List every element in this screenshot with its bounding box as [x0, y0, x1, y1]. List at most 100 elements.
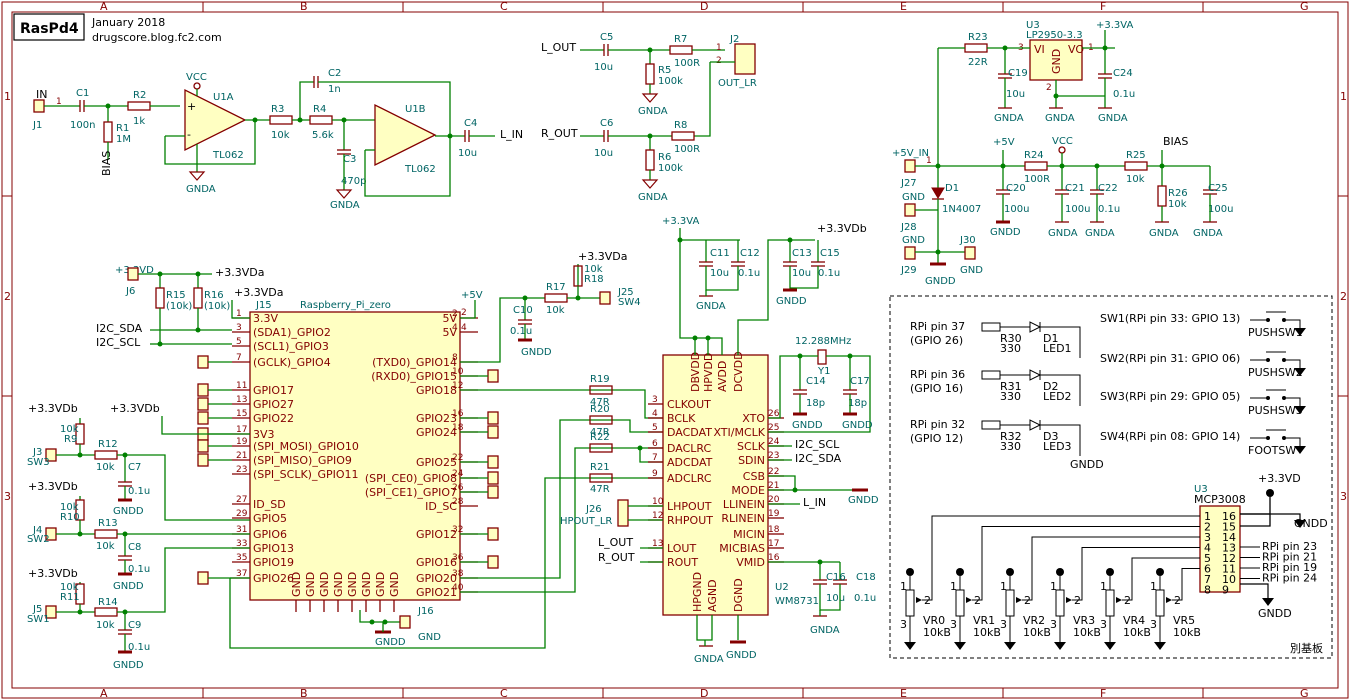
- rpi-pin-number: 10: [452, 367, 464, 377]
- net-l-out: L_OUT: [541, 41, 576, 54]
- col-d-top: D: [700, 0, 708, 13]
- wm-left-pins: CLKOUT3BCLK4DACDAT5DACLRC6ADCDAT7ADCLRC9…: [648, 395, 713, 569]
- output-stage: L_OUT C5 10u R5 100k GNDA R7 100R J2 12 …: [541, 32, 757, 203]
- label-c11-value: 10u: [710, 268, 729, 279]
- wm-top-label: DCVDD: [732, 351, 745, 392]
- label-c4: C4: [464, 118, 477, 129]
- mcp-pin-right: 12: [1222, 552, 1236, 565]
- label-c3-value: 470p: [341, 176, 366, 187]
- switch-label: SW4(RPi pin 08: GPIO 14): [1100, 430, 1240, 443]
- label-r19: R19: [590, 374, 610, 385]
- label-j25: J25: [617, 287, 634, 298]
- col-g-top: G: [1300, 0, 1309, 13]
- label-gndd-c7: GNDD: [113, 506, 144, 517]
- wm-pin-label: LOUT: [667, 542, 696, 555]
- col-e-bottom: E: [900, 687, 907, 700]
- wm-pin-number: 24: [768, 437, 780, 447]
- label-r10: R10: [60, 512, 80, 523]
- label-gnda-a: GNDA: [186, 184, 216, 195]
- vr-wiper: [1016, 597, 1022, 603]
- label-r26-value: 10k: [1168, 199, 1187, 210]
- vr-gnd: [1104, 642, 1116, 650]
- label-vcc-pwr: VCC: [1052, 136, 1073, 147]
- mcp-rpi-pin: RPi pin 23: [1262, 540, 1317, 553]
- label-r15-value: (10k): [166, 301, 192, 312]
- wm-pin-label: SCLK: [737, 440, 766, 453]
- led-gnd-wire: [1040, 374, 1081, 406]
- label-mcp: MCP3008: [1194, 493, 1246, 506]
- rpi-pin-number: 38: [452, 569, 464, 579]
- wm-pin-number: 22: [768, 467, 779, 477]
- led-resistor: [981, 420, 1001, 430]
- vr-wire: [1172, 568, 1200, 601]
- led-gndd: GNDD: [1070, 458, 1104, 471]
- vr-pin: 1: [900, 580, 907, 593]
- vr-top: [956, 568, 964, 576]
- rpi-gnd-label: GND: [360, 572, 373, 597]
- label-gndd-rpi: GNDD: [375, 637, 406, 648]
- wm-pin-number: 5: [652, 423, 658, 433]
- label-betsu: 別基板: [1290, 641, 1323, 655]
- label-c5-value: 10u: [594, 62, 613, 73]
- wm-pin-label: LLINEIN: [723, 498, 765, 511]
- rpi-pin-number: 18: [452, 423, 464, 433]
- led-resistor-value: 330: [1000, 342, 1021, 355]
- rpi-pin-number: 23: [236, 465, 247, 475]
- label-c3: C3: [343, 154, 356, 165]
- led-resistor-value: 330: [1000, 390, 1021, 403]
- vr-pin: 2: [974, 594, 981, 607]
- label-r21: R21: [590, 462, 610, 473]
- label-r8: R8: [674, 120, 687, 131]
- label-c14: C14: [806, 376, 826, 387]
- label-gnda-wm: GNDA: [696, 301, 726, 312]
- label-gnda-r26: GNDA: [1149, 228, 1179, 239]
- mcp-pin-left: 2: [1204, 521, 1211, 534]
- switch-name: PUSHSW2: [1248, 366, 1303, 379]
- led-label: LED2: [1043, 390, 1072, 403]
- wm-pin-number: 3: [652, 395, 658, 405]
- label-c18: C18: [856, 572, 876, 583]
- rpi-pin-number: 40: [452, 583, 464, 593]
- col-f-bottom: F: [1100, 687, 1106, 700]
- label-c16-value: 10u: [826, 593, 845, 604]
- opamp-u1b: [374, 103, 437, 167]
- label-c12-value: 0.1u: [738, 268, 760, 279]
- label-gndd-c20: GNDD: [990, 227, 1021, 238]
- net-i2c-scl-1: I2C_SCL: [96, 336, 141, 349]
- net-l-in-1: L_IN: [500, 128, 523, 141]
- vr-name: VR4: [1123, 614, 1145, 627]
- vr-body: [1005, 589, 1015, 617]
- vr-gnd: [1154, 642, 1166, 650]
- vr-pin: 3: [950, 618, 957, 631]
- col-e-top: E: [900, 0, 907, 13]
- mcp-pin-left: 7: [1204, 573, 1211, 586]
- wm-pin-label: XTO: [742, 412, 765, 425]
- label-c1: C1: [76, 88, 89, 99]
- label-gndd-u2: GNDD: [726, 650, 757, 661]
- net-bias-pwr: BIAS: [1163, 135, 1188, 148]
- rpi-pin-label: GPIO22: [253, 412, 294, 425]
- rpi-pin-number: 27: [236, 495, 247, 505]
- led-resistor: [981, 370, 1001, 380]
- label-r24-value: 100R: [1024, 174, 1050, 185]
- wm-pin-number: 13: [652, 539, 663, 549]
- label-c21: C21: [1065, 183, 1085, 194]
- label-r25-value: 10k: [1126, 174, 1145, 185]
- label-sw2-in: SW2: [27, 534, 50, 545]
- label-lp2950: LP2950-3.3: [1026, 30, 1083, 41]
- switch-dot: [1282, 436, 1286, 440]
- led-resistor-name: R30: [1000, 332, 1022, 345]
- wm-pin-number: 10: [652, 497, 664, 507]
- label-r22: R22: [590, 432, 610, 443]
- label-d1-value: 1N4007: [942, 204, 981, 215]
- col-d-bottom: D: [700, 687, 708, 700]
- label-c14-value: 18p: [806, 398, 825, 409]
- wm-pin-label: ROUT: [667, 556, 698, 569]
- label-gnda-c24: GNDA: [1098, 113, 1128, 124]
- rpi-pin-label: GPIO20: [416, 572, 457, 585]
- label-33va-wm: +3.3VA: [662, 216, 699, 227]
- label-r2: R2: [133, 90, 146, 101]
- vr-name: VR0: [923, 614, 945, 627]
- rpi-pin-number: 11: [236, 381, 247, 391]
